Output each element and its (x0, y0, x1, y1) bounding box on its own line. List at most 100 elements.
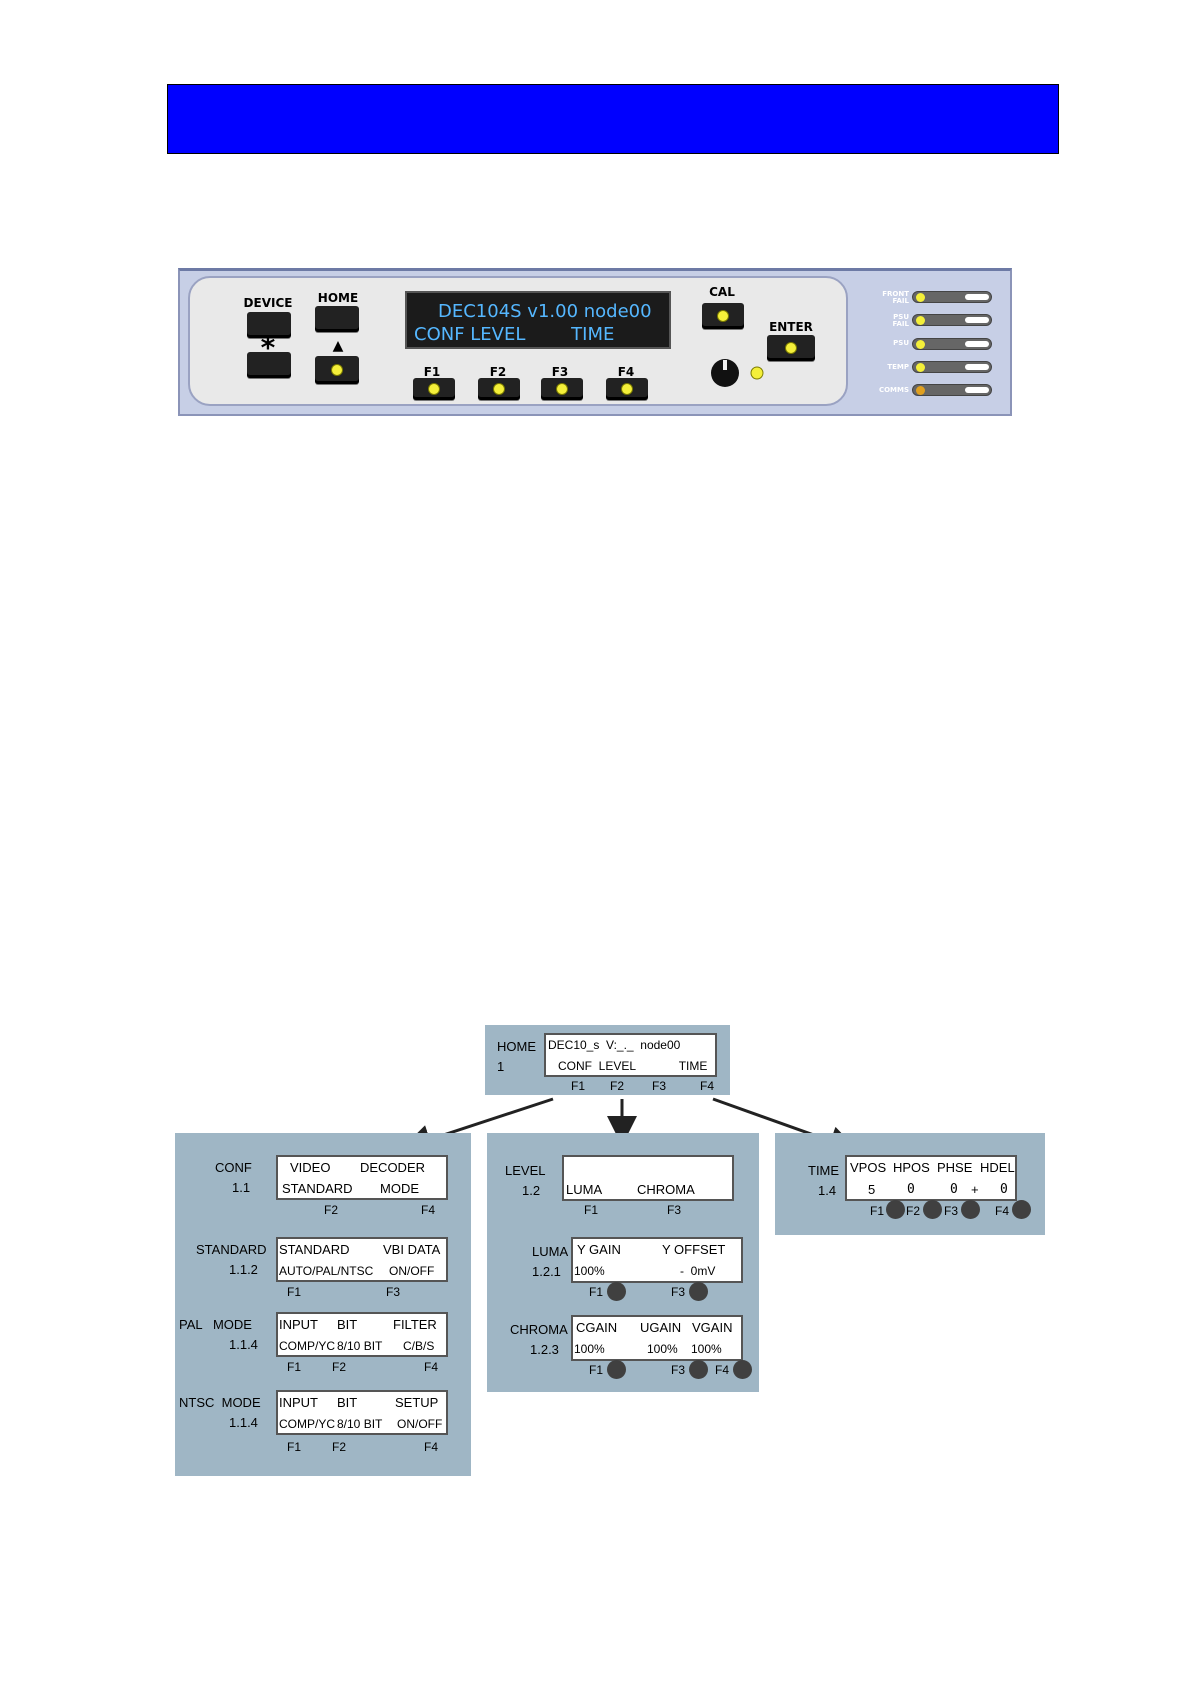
home-menu-number: 1 (497, 1059, 505, 1074)
time-f3-key-icon (961, 1200, 980, 1219)
pal-col2-value: 8/10 BIT (337, 1339, 383, 1353)
psu-indicator (912, 338, 992, 350)
chroma-col2-value: 100% (647, 1342, 678, 1356)
time-vpos-value: 5 (868, 1182, 876, 1197)
pal-mode-display (276, 1312, 448, 1357)
pal-mode-label: PAL MODE (179, 1317, 252, 1332)
status-label-comms: COMMS (878, 386, 909, 394)
f4-label: F4 (617, 365, 635, 379)
ntsc-mode-label: NTSC MODE (179, 1395, 261, 1410)
time-f4: F4 (995, 1204, 1010, 1218)
standard-line2-a: AUTO/PAL/NTSC (279, 1264, 374, 1278)
ntsc-f4: F4 (424, 1440, 439, 1454)
comms-indicator (912, 384, 992, 396)
level-line2-b: CHROMA (637, 1182, 695, 1197)
cal-led (717, 310, 729, 322)
time-sign: + (971, 1182, 979, 1197)
time-f2-key-icon (923, 1200, 942, 1219)
chroma-col1-value: 100% (574, 1342, 605, 1356)
home-display (544, 1033, 717, 1077)
luma-number: 1.2.1 (532, 1264, 561, 1279)
ntsc-f1: F1 (287, 1440, 302, 1454)
time-f4-key-icon (1012, 1200, 1031, 1219)
ntsc-col3-title: SETUP (395, 1395, 439, 1410)
chroma-col3-value: 100% (691, 1342, 722, 1356)
f1-label: F1 (423, 365, 441, 379)
time-hpos-value: 0 (907, 1182, 915, 1197)
control-knob-icon[interactable] (709, 356, 769, 390)
ntsc-mode-display (276, 1390, 448, 1435)
enter-led (785, 342, 797, 354)
home-menu-label: HOME (497, 1039, 536, 1054)
standard-label: STANDARD (196, 1242, 267, 1257)
time-f3: F3 (944, 1204, 959, 1218)
chroma-f4-key-icon (733, 1360, 752, 1379)
conf-line1-b: DECODER (360, 1160, 426, 1175)
standard-line2-b: ON/OFF (389, 1264, 435, 1278)
device-label: DEVICE (243, 296, 293, 310)
chroma-f1: F1 (589, 1363, 604, 1377)
f4-led (621, 383, 633, 395)
home-button[interactable] (315, 306, 359, 332)
level-f3: F3 (667, 1203, 682, 1217)
time-col1-title: VPOS (850, 1160, 887, 1175)
header-bar (167, 84, 1059, 154)
luma-display (571, 1237, 743, 1283)
conf-number: 1.1 (232, 1180, 251, 1195)
conf-line2-b: MODE (380, 1181, 419, 1196)
pal-f2: F2 (332, 1360, 347, 1374)
standard-line1-a: STANDARD (279, 1242, 350, 1257)
f3-label: F3 (551, 365, 569, 379)
luma-line2-a: 100% (574, 1264, 605, 1278)
home-f4: F4 (700, 1079, 715, 1093)
f1-led (428, 383, 440, 395)
ntsc-col1-value: COMP/YC (279, 1417, 336, 1431)
conf-f2: F2 (324, 1203, 339, 1217)
status-label-temp: TEMP (887, 363, 909, 371)
up-arrow-icon: ▲ (332, 338, 344, 354)
time-f1: F1 (870, 1204, 885, 1218)
conf-label: CONF (215, 1160, 252, 1175)
level-display (562, 1155, 734, 1201)
chroma-display (571, 1315, 743, 1361)
star-button[interactable] (247, 352, 291, 378)
chroma-number: 1.2.3 (530, 1342, 559, 1357)
luma-label: LUMA (532, 1244, 569, 1259)
enter-label: ENTER (769, 320, 813, 334)
cal-label: CAL (709, 285, 735, 299)
level-line2-a: LUMA (566, 1182, 603, 1197)
psu-fail-indicator (912, 314, 992, 326)
time-col2-title: HPOS (893, 1160, 930, 1175)
chroma-col2-title: UGAIN (640, 1320, 682, 1335)
time-f2: F2 (906, 1204, 921, 1218)
home-display-line-1: DEC10_s V:_._ node00 (548, 1038, 681, 1052)
ntsc-col3-value: ON/OFF (397, 1417, 443, 1431)
level-number: 1.2 (522, 1183, 541, 1198)
conf-line1-a: VIDEO (290, 1160, 331, 1175)
ntsc-col2-title: BIT (337, 1395, 358, 1410)
luma-line1-a: Y GAIN (577, 1242, 621, 1257)
device-button[interactable] (247, 312, 291, 338)
standard-line1-b: VBI DATA (383, 1242, 441, 1257)
time-col3-title: PHSE (937, 1160, 973, 1175)
conf-display (276, 1155, 448, 1200)
time-phse-value: 0 (950, 1182, 958, 1197)
time-hdel-value: 0 (1000, 1182, 1008, 1197)
luma-f3: F3 (671, 1285, 686, 1299)
ntsc-f2: F2 (332, 1440, 347, 1454)
pal-col1-value: COMP/YC (279, 1339, 336, 1353)
f3-led (556, 383, 568, 395)
pal-col2-title: BIT (337, 1317, 358, 1332)
chroma-f1-key-icon (607, 1360, 626, 1379)
home-f2: F2 (610, 1079, 625, 1093)
pal-col1-title: INPUT (279, 1317, 318, 1332)
conf-line2-a: STANDARD (282, 1181, 353, 1196)
chroma-f3-key-icon (689, 1360, 708, 1379)
up-button-led (331, 364, 343, 376)
ntsc-mode-number: 1.1.4 (229, 1415, 258, 1430)
chroma-f4: F4 (715, 1363, 730, 1377)
standard-number: 1.1.2 (229, 1262, 258, 1277)
temp-indicator (912, 361, 992, 373)
luma-f1-key-icon (607, 1282, 626, 1301)
home-display-line-2: CONF LEVEL TIME (558, 1059, 708, 1073)
